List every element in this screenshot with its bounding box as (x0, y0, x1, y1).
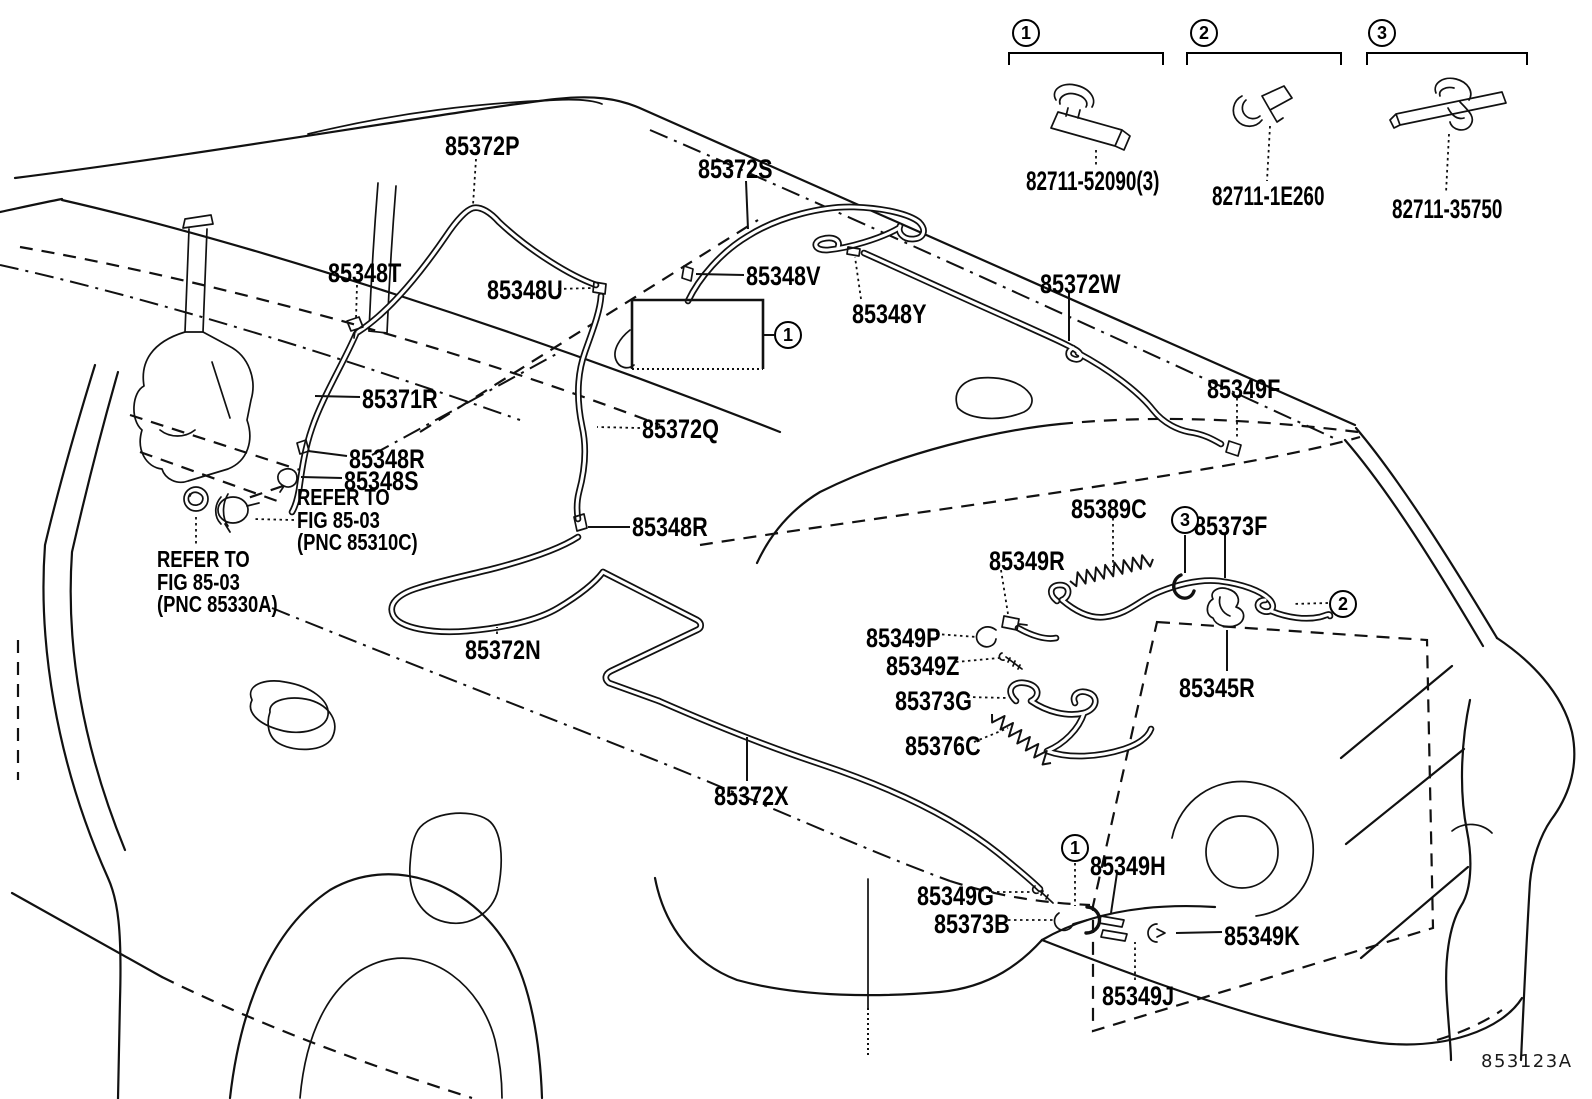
part-label-85372W: 85372W (1040, 269, 1121, 299)
car-body-art (0, 96, 1576, 1099)
callout-circle-2: 2 (1329, 590, 1357, 618)
callout-circle-1: 1 (774, 321, 802, 349)
screw-85349z (998, 652, 1023, 670)
legend-clips-art (1050, 77, 1507, 151)
screw-85349g (1031, 885, 1054, 904)
part-label-85349F: 85349F (1207, 374, 1281, 404)
clip-82711-52090-icon (1050, 83, 1131, 151)
clamp-callout3 (1172, 573, 1196, 600)
legend-circle-1: 1 (1012, 19, 1040, 47)
part-label-85389C: 85389C (1071, 494, 1147, 524)
part-label-85348R-b: 85348R (632, 512, 708, 542)
joint-85348v (681, 265, 694, 282)
part-label-85349G: 85349G (917, 881, 994, 911)
part-label-85349R: 85349R (989, 546, 1065, 576)
callout-circle-3: 3 (1171, 506, 1199, 534)
part-label-85373G: 85373G (895, 686, 972, 716)
spring-85376c (991, 713, 1052, 766)
part-label-85372P: 85372P (445, 131, 520, 161)
joint-85348r-b (573, 513, 588, 532)
part-label-85348Y: 85348Y (852, 299, 927, 329)
grommet-85348t (346, 316, 364, 339)
nozzle-85349r (1001, 615, 1028, 631)
spring-85389c (1069, 554, 1154, 588)
part-label-85372S: 85372S (698, 154, 773, 184)
clip-85345r (1206, 587, 1245, 628)
part-label-85349K: 85349K (1224, 921, 1300, 951)
part-label-85376C: 85376C (905, 731, 981, 761)
part-label-85373F: 85373F (1194, 511, 1268, 541)
washer-hoses (288, 203, 1334, 893)
callout-circle-1: 1 (1061, 834, 1089, 862)
part-label-85348V: 85348V (746, 261, 821, 291)
legend-bracket-2 (1186, 52, 1342, 65)
hook-85349p (975, 626, 997, 648)
elbow-85348s (277, 468, 298, 493)
hook-85373b (1053, 912, 1088, 932)
part-label-85372N: 85372N (465, 635, 541, 665)
legend-circle-2: 2 (1190, 19, 1218, 47)
part-label-85372X: 85372X (714, 781, 789, 811)
clip-82711-1e260-icon (1232, 85, 1293, 128)
leader-lines (195, 125, 1450, 980)
part-label-85349Z: 85349Z (886, 651, 960, 681)
legend-part-no-3: 82711-35750 (1392, 194, 1503, 224)
part-label-85348R-a: 85348R (349, 444, 425, 474)
legend-bracket-1 (1008, 52, 1164, 65)
part-label-85345R: 85345R (1179, 673, 1255, 703)
legend-circle-3: 3 (1368, 19, 1396, 47)
part-label-85373B: 85373B (934, 909, 1010, 939)
fittings-art (277, 246, 1245, 943)
part-label-85349H: 85349H (1090, 851, 1166, 881)
clamps-85349h-j (1098, 915, 1128, 942)
part-label-85348T: 85348T (328, 258, 402, 288)
joint-85349f (1225, 440, 1242, 457)
part-label-85371R: 85371R (362, 384, 438, 414)
part-label-85349P: 85349P (866, 623, 941, 653)
legend-part-no-1: 82711-52090(3) (1026, 166, 1160, 196)
legend-part-no-2: 82711-1E260 (1212, 181, 1325, 211)
part-label-85348U: 85348U (487, 275, 563, 305)
part-label-85348S: 85348S (344, 466, 419, 496)
detail-box (630, 298, 765, 369)
clip-82711-35750-icon (1389, 77, 1507, 131)
part-label-85372Q: 85372Q (642, 414, 719, 444)
joint-85348y (846, 246, 861, 257)
legend-bracket-3 (1366, 52, 1528, 65)
joint-85348u (592, 281, 607, 295)
grommet-85349k (1147, 923, 1166, 943)
diagram-code: 853123A (1481, 1051, 1573, 1072)
washer-hoses-core (290, 205, 1332, 891)
part-label-85349J: 85349J (1102, 981, 1175, 1011)
